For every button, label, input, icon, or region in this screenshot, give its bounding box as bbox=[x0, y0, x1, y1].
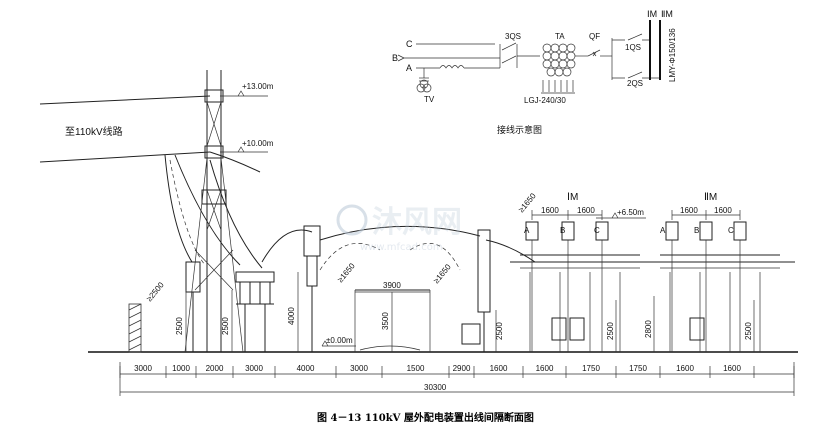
bus-structure-1 bbox=[520, 221, 640, 352]
bottom-dim-label: 1600 bbox=[676, 364, 694, 373]
bottom-dim-label: 1600 bbox=[490, 364, 508, 373]
bottom-dim-label: 2000 bbox=[206, 364, 224, 373]
bus1-label: ⅠM bbox=[567, 192, 578, 203]
total-width-dim: 30300 bbox=[424, 383, 447, 392]
bus-structure-2 bbox=[660, 221, 780, 352]
bottom-dim-label: 1600 bbox=[536, 364, 554, 373]
figure-caption: 图 4－13 110kV 屋外配电装置出线间隔断面图 bbox=[317, 411, 534, 424]
qs1-label: 1QS bbox=[625, 43, 641, 52]
clearance-1650-a: ≥1650 bbox=[336, 261, 358, 284]
bus-top-dimensions: 1600 1600 1600 1600 bbox=[531, 206, 741, 220]
watermark-url: www.mfcad.com bbox=[360, 242, 443, 253]
bottom-dimension-chain: 30300 3000 1000 2000 3000 4000 3000 1500 2900 16… bbox=[119, 362, 795, 396]
phase-c-bus2: C bbox=[728, 226, 734, 235]
schematic-title: 接线示意图 bbox=[497, 124, 542, 135]
bottom-dim-label: 1750 bbox=[629, 364, 647, 373]
phase-a-bus1: A bbox=[524, 226, 530, 235]
schematic-bus1-label: ⅠM bbox=[647, 9, 657, 19]
vdim-2500-d: 2500 bbox=[606, 322, 615, 340]
elevation-13m: +13.00m bbox=[242, 82, 274, 91]
bottom-dim-label: 1000 bbox=[172, 364, 190, 373]
vdim-4000: 4000 bbox=[287, 307, 296, 325]
vdim-2800: 2800 bbox=[644, 320, 653, 338]
qs3-label: 3QS bbox=[505, 32, 521, 41]
phase-b-label: B bbox=[392, 53, 398, 63]
vertical-dimensions: 2500 2500 4000 3500 2500 2500 2800 2500 bbox=[175, 272, 755, 352]
watermark-logo: 沐风网 www.mfcad.com bbox=[336, 204, 462, 253]
vdim-3500: 3500 bbox=[381, 312, 390, 330]
vdim-2500-a: 2500 bbox=[175, 317, 184, 335]
bus2-dim-2: 1600 bbox=[714, 206, 732, 215]
elevation-0m: ±0.00m bbox=[326, 336, 353, 345]
clearance-1650-c: ≥1650 bbox=[517, 191, 539, 214]
bus2-dim-1: 1600 bbox=[680, 206, 698, 215]
bus1-dim-1: 1600 bbox=[541, 206, 559, 215]
circuit-breaker-column bbox=[461, 229, 491, 352]
bus1-dim-2: 1600 bbox=[577, 206, 595, 215]
incoming-lines bbox=[39, 95, 795, 269]
elevation-markers: +13.00m +10.00m +6.50m ±0.00m bbox=[220, 82, 646, 347]
vdim-2500-e: 2500 bbox=[744, 322, 753, 340]
current-transformer-post bbox=[303, 225, 321, 352]
schematic-bus2-label: ⅡM bbox=[661, 9, 673, 19]
qs2-label: 2QS bbox=[627, 79, 643, 88]
vdim-2500-c: 2500 bbox=[495, 322, 504, 340]
bottom-dim-label: 1750 bbox=[582, 364, 600, 373]
bottom-dim-label: 2900 bbox=[453, 364, 471, 373]
phase-a-bus2: A bbox=[660, 226, 666, 235]
phase-a-label: A bbox=[406, 63, 412, 73]
road-section bbox=[319, 242, 461, 352]
clearance-2500: ≥2500 bbox=[145, 280, 167, 303]
phase-b-bus1: B bbox=[560, 226, 565, 235]
bottom-dim-label: 3000 bbox=[245, 364, 263, 373]
elevation-10m: +10.00m bbox=[242, 139, 274, 148]
vdim-2500-b: 2500 bbox=[221, 317, 230, 335]
conductor-label: LGJ-240/30 bbox=[524, 96, 566, 105]
ta-label: TA bbox=[555, 32, 565, 41]
current-transformer-symbol bbox=[541, 43, 576, 94]
bus2-label: ⅡM bbox=[704, 192, 717, 203]
line-destination-label: 至110kV线路 bbox=[65, 125, 123, 138]
phase-c-label: C bbox=[406, 39, 413, 49]
clearance-1650-b: ≥1650 bbox=[432, 262, 454, 285]
road-width-3900: 3900 bbox=[383, 281, 401, 290]
tv-label: TV bbox=[424, 95, 435, 104]
phase-b-bus2: B bbox=[694, 226, 699, 235]
watermark-text: 沐风网 bbox=[372, 205, 462, 240]
outgoing-gantry-tower bbox=[184, 70, 244, 353]
qf-label: QF bbox=[589, 32, 600, 41]
line-equipment-left bbox=[185, 261, 275, 352]
connection-schematic: C B A TV 3QS TA QF bbox=[392, 9, 677, 135]
bus-spec-label: LMY-Φ150/136 bbox=[668, 28, 677, 82]
bottom-dim-label: 1600 bbox=[723, 364, 741, 373]
bottom-dim-label: 3000 bbox=[350, 364, 368, 373]
bottom-dim-label: 4000 bbox=[297, 364, 315, 373]
bottom-dim-label: 3000 bbox=[134, 364, 152, 373]
bottom-dim-label: 1500 bbox=[407, 364, 425, 373]
phase-c-bus1: C bbox=[594, 226, 600, 235]
elevation-6-5m: +6.50m bbox=[617, 208, 644, 217]
